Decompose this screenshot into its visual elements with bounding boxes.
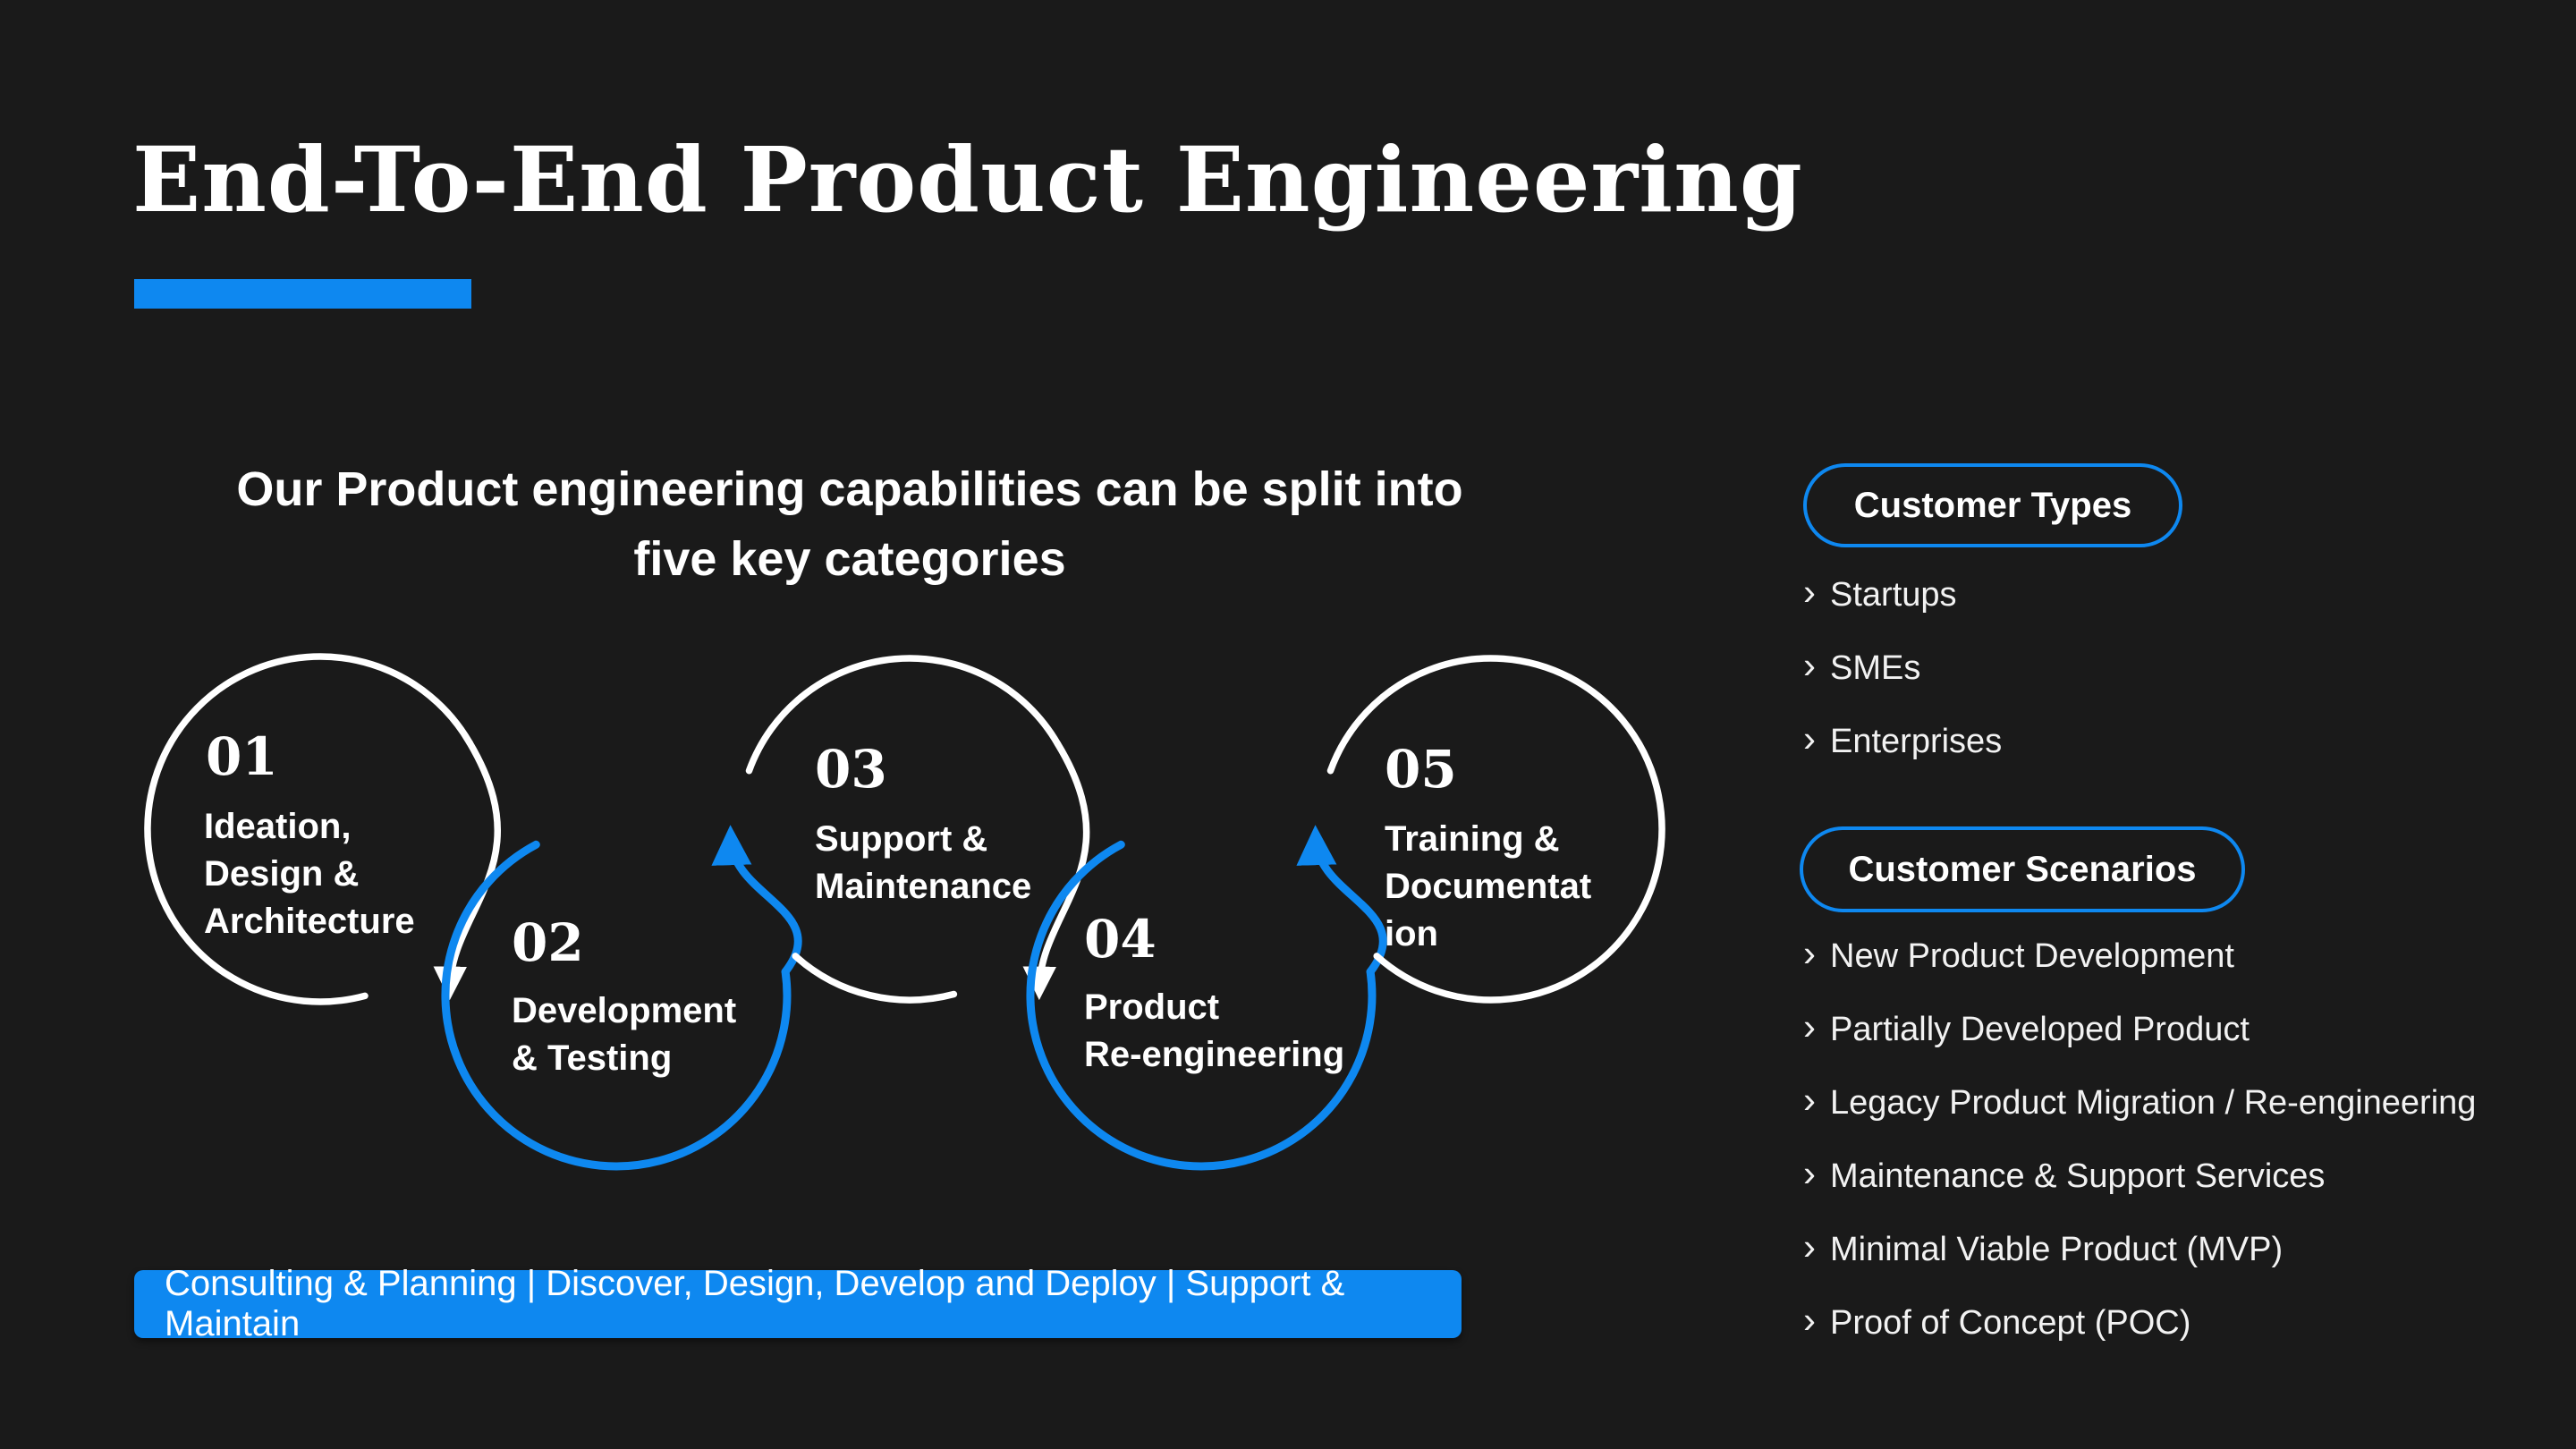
chevron-right-icon: › (1803, 1299, 1816, 1341)
title-underline-bar (134, 279, 471, 309)
customer-scenarios-list: › New Product Development › Partially De… (1803, 934, 2476, 1374)
chevron-right-icon: › (1803, 1079, 1816, 1121)
chevron-right-icon: › (1803, 1152, 1816, 1194)
stage-3-down-arrow (1022, 740, 1090, 1001)
stage-5-number: 05 (1385, 739, 1457, 800)
process-summary-banner: Consulting & Planning | Discover, Design… (134, 1264, 1462, 1343)
chevron-right-icon: › (1803, 932, 1816, 974)
stage-4-up-arrow (1296, 825, 1387, 976)
list-item: › Legacy Product Migration / Re-engineer… (1803, 1079, 2477, 1122)
stage-5-label: Training & Documentat ion (1385, 819, 1592, 953)
chevron-right-icon: › (1803, 571, 1816, 613)
stage-1-number: 01 (206, 726, 278, 787)
list-item: › SMEs (1803, 644, 1921, 687)
banner-text: Consulting & Planning | Discover, Design… (165, 1264, 1345, 1343)
subtitle: Our Product engineering capabilities can… (134, 454, 1565, 595)
list-item: › Startups (1803, 571, 1957, 614)
stage-1-down-arrow (433, 739, 501, 1001)
stage-3-label: Support & Maintenance (815, 819, 1032, 906)
stage-2-up-arrow (711, 825, 802, 976)
list-item: › Maintenance & Support Services (1803, 1152, 2326, 1195)
customer-scenarios-title: Customer Scenarios (1848, 849, 2197, 889)
stage-3-number: 03 (815, 739, 887, 800)
customer-types-title: Customer Types (1853, 485, 2132, 525)
stage-4-number: 04 (1084, 909, 1157, 970)
stage-3-circle-arc-top (745, 655, 1062, 775)
chevron-right-icon: › (1803, 717, 1816, 759)
process-cycle-diagram (144, 653, 1665, 1171)
chevron-right-icon: › (1803, 644, 1816, 686)
list-item: › Minimal Viable Product (MVP) (1803, 1225, 2284, 1268)
stage-1-label: Ideation, Design & Architecture (204, 807, 415, 941)
list-item: › New Product Development (1803, 932, 2234, 975)
subtitle-line-1: Our Product engineering capabilities can… (236, 462, 1463, 516)
stage-2-label: Development & Testing (512, 991, 737, 1078)
stage-3-circle-arc-bottom (792, 953, 958, 1004)
stage-5-circle-arc (1326, 655, 1665, 1004)
stage-4-circle-arc (1026, 840, 1377, 1171)
stage-2-number: 02 (512, 912, 584, 973)
stage-4-label: Product Re-engineering (1084, 987, 1345, 1074)
chevron-right-icon: › (1803, 1225, 1816, 1267)
subtitle-line-2: five key categories (633, 532, 1066, 587)
chevron-right-icon: › (1803, 1005, 1816, 1047)
list-item: › Proof of Concept (POC) (1803, 1299, 2191, 1342)
list-item: › Partially Developed Product (1803, 1005, 2250, 1048)
customer-scenarios-pill: Customer Scenarios (1800, 826, 2245, 912)
stage-1-circle-arc (144, 653, 473, 1005)
customer-types-pill: Customer Types (1803, 463, 2182, 547)
page-title: End-To-End Product Engineering (132, 127, 1803, 233)
stage-2-circle-arc (441, 840, 792, 1171)
customer-types-list: › Startups › SMEs › Enterprises (1803, 572, 2002, 792)
list-item: › Enterprises (1803, 717, 2003, 760)
